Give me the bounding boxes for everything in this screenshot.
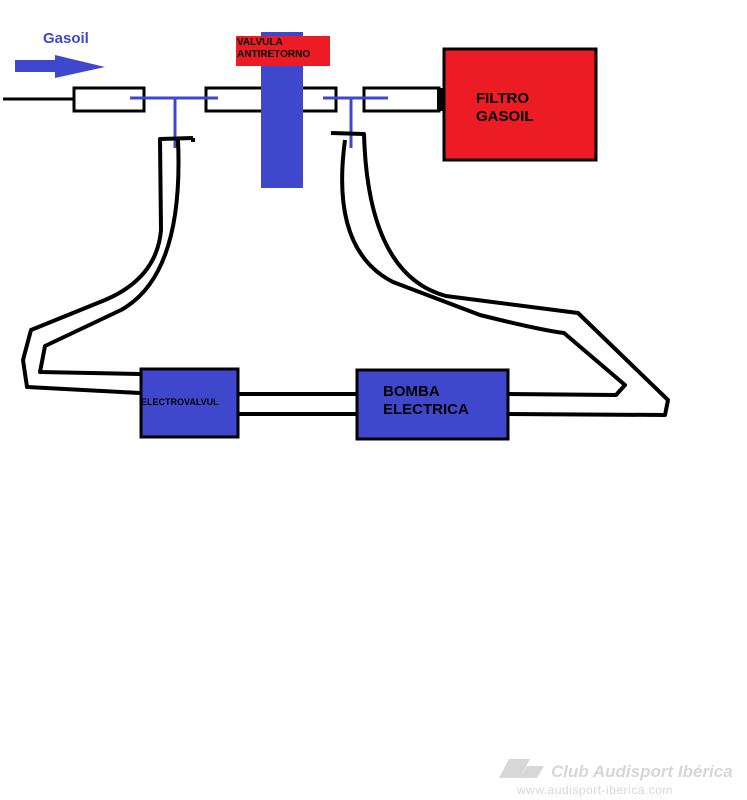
watermark-logo [499, 759, 544, 778]
electric-pump-box [355, 368, 510, 441]
watermark-name: Club Audisport Ibérica [551, 762, 733, 781]
fuel-filter-box [442, 47, 598, 162]
flow-arrow [15, 55, 105, 78]
fuel-filter-label: FILTRO GASOIL [476, 90, 534, 125]
right-hose [330, 131, 670, 417]
check-valve-label-box [236, 36, 330, 66]
middle-hose [238, 392, 357, 416]
electric-pump-label: BOMBA ELECTRICA [383, 383, 469, 418]
t-connector-right [323, 96, 388, 148]
left-hose [21, 136, 195, 395]
watermark-url: www.audisport-iberica.com [517, 783, 673, 797]
solenoid-valve-box [139, 367, 240, 439]
solenoid-valve-label: ELECTROVALVUL [141, 397, 219, 407]
flow-label: Gasoil [43, 30, 89, 47]
filter-connector [437, 88, 445, 111]
check-valve-label: VALVULA ANTIRETORNO [237, 37, 311, 60]
